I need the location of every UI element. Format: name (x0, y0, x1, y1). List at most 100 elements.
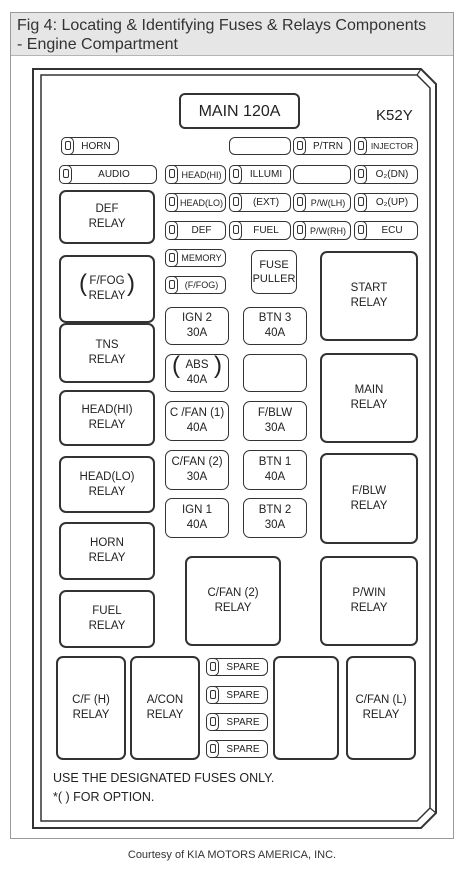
main-fuse-label: MAIN 120A (198, 102, 281, 120)
fuse-amps: 40A (186, 422, 208, 434)
fuse-head-hi: HEAD(HI) (165, 165, 226, 184)
fuse-amps: 30A (264, 519, 286, 531)
fuse-label: ILLUMI (249, 169, 283, 180)
relay-f-blw: F/BLW RELAY (320, 453, 418, 544)
fuse-label: P/W(LH) (310, 197, 346, 208)
fuse-amps: 30A (264, 422, 286, 434)
fuse-tab-icon (206, 686, 219, 704)
fuse-illumi: ILLUMI (229, 165, 291, 184)
fuse-tab-icon (206, 658, 219, 676)
fuse-o2-dn: O₂(DN) (354, 165, 418, 184)
fuse-puller-line-1: FUSE (259, 259, 289, 271)
relay-empty-slot (273, 656, 339, 760)
fuse-tab-icon (229, 165, 242, 184)
fuse-tab-icon (61, 137, 74, 155)
fuse-amps: 30A (186, 471, 208, 483)
main-120a-fuse: MAIN 120A (179, 93, 300, 129)
fuse-label: (EXT) (252, 197, 280, 208)
fuse-name: C /FAN (1) (169, 407, 225, 419)
relay-c-fan-l: C/FAN (L)RELAY (346, 656, 416, 760)
relay-line-1: F/BLW (351, 484, 387, 497)
fuse-memory: MEMORY (165, 249, 226, 267)
fuse-amps: 40A (186, 519, 208, 531)
fuse-o2-up: O₂(UP) (354, 193, 418, 212)
fuse-tab-icon (165, 249, 178, 267)
relay-line-1: A/CON (146, 694, 184, 706)
fuse-amps: 40A (264, 471, 286, 483)
fuse-label: (F/FOG) (184, 280, 219, 290)
relay-line-2: RELAY (88, 290, 126, 302)
fuse-name: C/FAN (2) (171, 456, 223, 468)
note-designated-fuses: USE THE DESIGNATED FUSES ONLY. (53, 771, 275, 785)
relay-line-1: C/FAN (L) (355, 694, 407, 706)
fuse-name: F/BLW (257, 407, 293, 419)
fuse-horn: HORN (61, 137, 119, 155)
relay-head-hi: HEAD(HI)RELAY (59, 390, 155, 446)
caption-line-2: - Engine Compartment (17, 36, 178, 53)
fuse-f-fog: (F/FOG) (165, 276, 226, 294)
fuse-audio: AUDIO (59, 165, 157, 184)
fuse-spare-4: SPARE (206, 740, 268, 758)
fuse-head-lo: HEAD(LO) (165, 193, 226, 212)
relay-line-2: RELAY (350, 399, 388, 411)
option-paren-right: ) (127, 270, 135, 297)
fuse-puller-line-2: PULLER (252, 273, 296, 285)
relay-horn: HORN RELAY (59, 522, 155, 580)
fuse-label: DEF (191, 225, 212, 236)
option-paren-left: ( (79, 270, 87, 297)
relay-line-2: RELAY (88, 354, 126, 366)
fuse-label: P/TRN (313, 140, 343, 152)
fuse-box-outline (32, 68, 437, 829)
relay-line-1: TNS (95, 339, 119, 351)
fuse-injector: INJECTOR (354, 137, 418, 155)
fuse-spare-1: SPARE (206, 658, 268, 676)
fuse-spare-2: SPARE (206, 686, 268, 704)
relay-line-1: F/FOG (89, 275, 125, 287)
relay-cf-h: C/F (H)RELAY (56, 656, 126, 760)
model-code: K52Y (376, 107, 413, 124)
fuse-tab-icon (354, 221, 367, 240)
relay-a-con: A/CON RELAY (130, 656, 200, 760)
figure-frame: Fig 4: Locating & Identifying Fuses & Re… (10, 12, 454, 861)
fuse-tab-icon (354, 193, 367, 212)
fuse-label: HEAD(LO) (179, 197, 223, 208)
fuse-label: P/W(RH) (310, 225, 346, 236)
fuse-label: O₂(UP) (375, 197, 409, 208)
relay-line-1: HEAD(LO) (79, 470, 135, 483)
fuse-p-trn: P/TRN (293, 137, 351, 155)
relay-line-1: HORN (90, 537, 124, 549)
caption-line-1: Fig 4: Locating & Identifying Fuses & Re… (17, 17, 427, 34)
relay-line-2: RELAY (88, 552, 126, 564)
fuse-spare-3: SPARE (206, 713, 268, 731)
fuse-label: AUDIO (98, 169, 130, 180)
fuse-amps: 40A (186, 374, 208, 386)
relay-line-2: RELAY (72, 709, 110, 721)
relay-f-fog: ( F/FOG RELAY ) (59, 255, 155, 323)
credit-line: Courtesy of KIA MOTORS AMERICA, INC. (127, 849, 337, 861)
fuse-amps: 30A (186, 327, 208, 339)
relay-tns: TNS RELAY (59, 323, 155, 383)
fuse-def: DEF (165, 221, 226, 240)
fuse-tab-icon (293, 221, 306, 240)
fuse-name: ABS (185, 359, 209, 371)
relay-head-lo: HEAD(LO)RELAY (59, 456, 155, 513)
fuse-btn1-40a: BTN 1 40A (243, 450, 307, 490)
relay-line-2: RELAY (146, 709, 184, 721)
fuse-tab-icon (165, 165, 178, 184)
relay-c-fan-2: C/FAN (2)RELAY (185, 556, 281, 646)
fuse-puller[interactable]: FUSE PULLER (251, 250, 297, 294)
relay-line-1: MAIN (354, 384, 384, 396)
fuse-label: SPARE (226, 743, 260, 755)
relay-line-1: START (350, 282, 388, 294)
relay-line-2: RELAY (350, 499, 388, 512)
fuse-label: SPARE (226, 689, 260, 701)
fuse-name: BTN 1 (258, 456, 292, 468)
relay-line-2: RELAY (214, 602, 252, 614)
fuse-label: O₂(DN) (375, 169, 409, 180)
